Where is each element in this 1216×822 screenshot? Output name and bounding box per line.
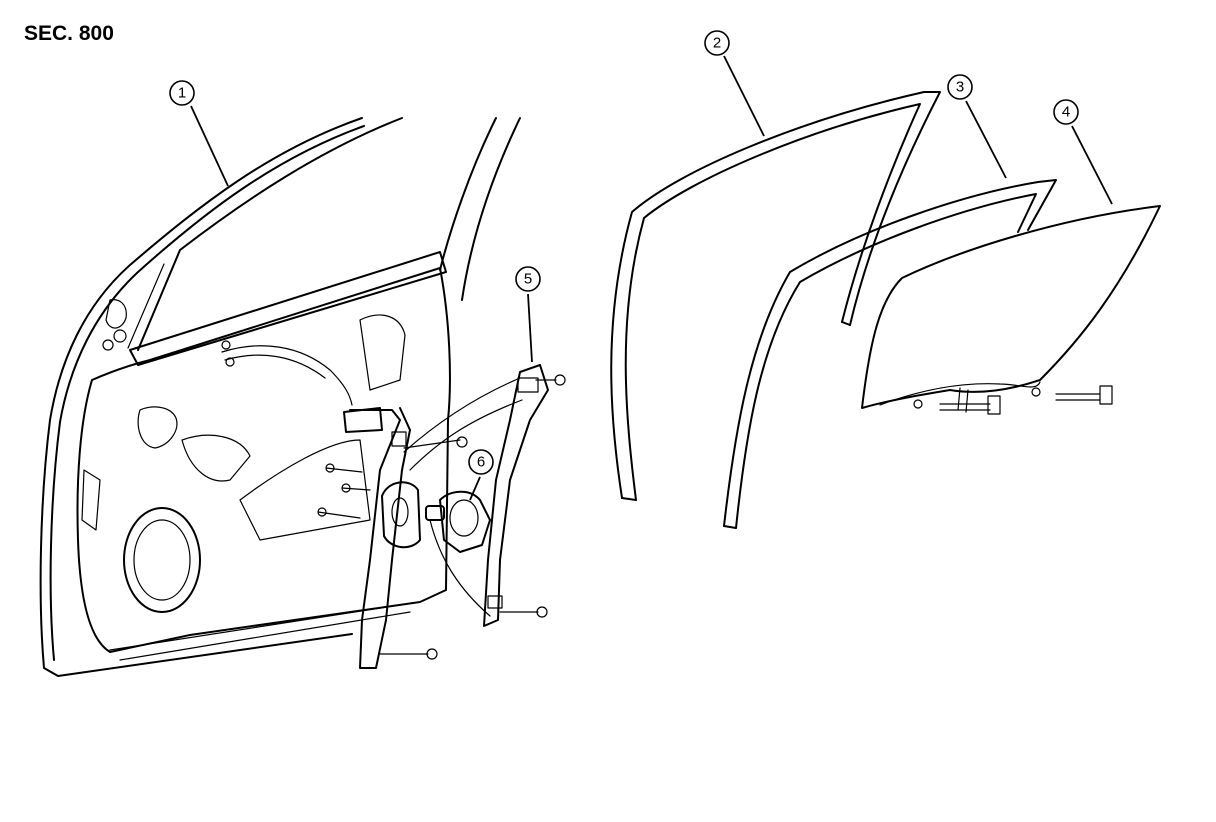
door-panel xyxy=(39,117,521,677)
regulator-motor xyxy=(425,490,491,553)
callout-4-leader xyxy=(1071,125,1113,205)
callout-2: 2 xyxy=(704,30,730,56)
callout-3: 3 xyxy=(947,74,973,100)
callout-4: 4 xyxy=(1053,99,1079,125)
glass-run-channel xyxy=(610,91,941,501)
callout-2-label: 2 xyxy=(713,35,721,52)
callout-5: 5 xyxy=(515,266,541,292)
callout-5-leader xyxy=(527,293,533,363)
screw-icon xyxy=(317,463,371,519)
callouts: 1 2 3 4 5 6 xyxy=(169,30,1113,501)
callout-5-label: 5 xyxy=(524,271,532,288)
callout-1: 1 xyxy=(169,80,195,106)
door-window-seal xyxy=(723,179,1057,529)
section-label: SEC. 800 xyxy=(24,22,114,45)
callout-1-label: 1 xyxy=(178,85,186,102)
callout-2-leader xyxy=(723,55,765,137)
callout-4-label: 4 xyxy=(1062,104,1070,121)
callout-3-label: 3 xyxy=(956,79,964,96)
bolt-icon xyxy=(939,385,1113,415)
door-glass xyxy=(861,205,1161,415)
callout-6: 6 xyxy=(468,449,494,475)
window-regulator xyxy=(343,364,566,669)
callout-3-leader xyxy=(965,100,1007,179)
callout-6-leader xyxy=(469,476,481,501)
callout-6-label: 6 xyxy=(477,454,485,471)
nut-icon xyxy=(379,374,566,660)
callout-1-leader xyxy=(190,105,229,187)
